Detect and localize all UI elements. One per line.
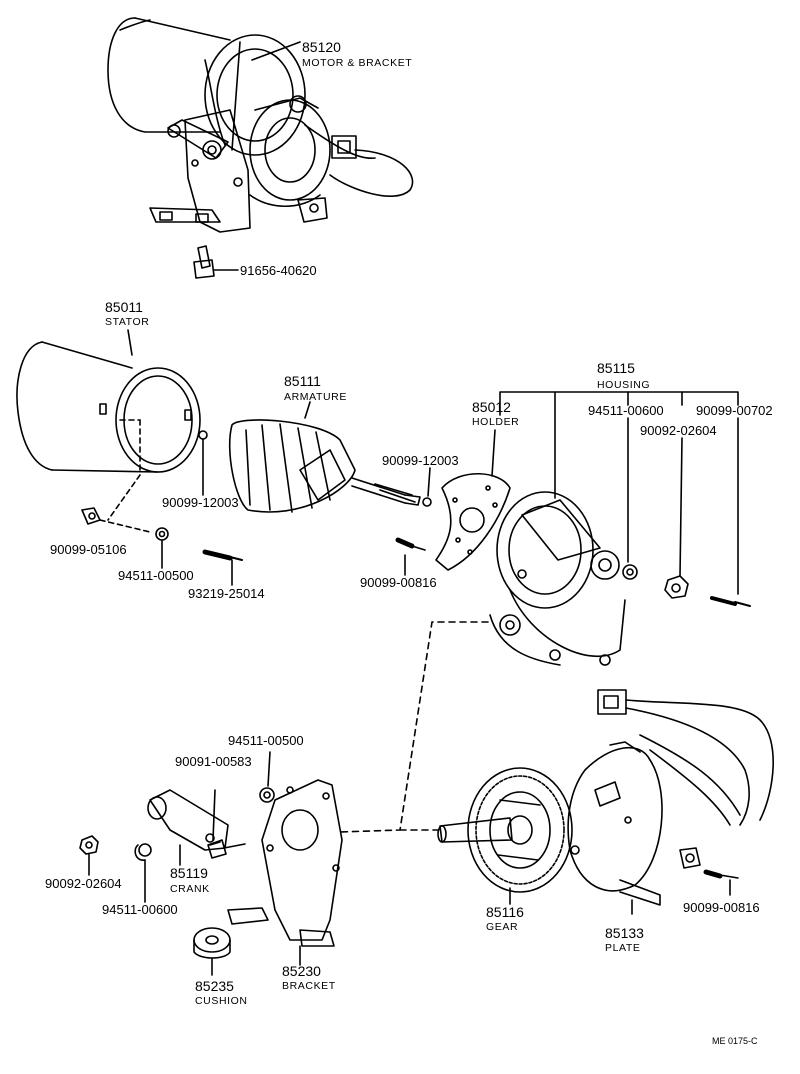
figure-reference: ME 0175-C (712, 1036, 758, 1046)
holder (395, 429, 511, 576)
label-85133-number: 85133 (605, 925, 644, 941)
label-85116-number: 85116 (486, 904, 524, 920)
label-90099-00816-right: 90099-00816 (683, 900, 760, 915)
label-85120-number: 85120 (302, 39, 341, 55)
part-labels: 85120 MOTOR & BRACKET 91656-40620 85011 … (45, 39, 773, 1046)
label-85111-name: ARMATURE (284, 391, 347, 403)
label-85115-number: 85115 (597, 360, 635, 376)
cushion (193, 927, 231, 976)
armature (228, 401, 432, 513)
wire-harness (597, 689, 774, 826)
label-85115-name: HOUSING (597, 379, 650, 391)
label-85012-number: 85012 (472, 399, 511, 415)
label-90099-00702: 90099-00702 (696, 403, 773, 418)
label-85116-name: GEAR (486, 921, 518, 933)
label-90092-02604-bottom: 90092-02604 (45, 876, 122, 891)
label-85235-name: CUSHION (195, 995, 248, 1007)
plate (567, 741, 739, 915)
small-fasteners (79, 751, 275, 903)
motor-bracket-assembly (107, 17, 414, 279)
label-85119-name: CRANK (170, 883, 210, 895)
label-85012-name: HOLDER (472, 416, 519, 428)
label-85230-number: 85230 (282, 963, 321, 979)
label-85111-number: 85111 (284, 373, 321, 389)
stator-fasteners (81, 430, 243, 586)
label-93219-25014: 93219-25014 (188, 586, 265, 601)
label-94511-00500-bottom: 94511-00500 (228, 733, 304, 748)
label-90099-12003-b: 90099-12003 (162, 495, 239, 510)
label-85235-number: 85235 (195, 978, 234, 994)
label-85230-name: BRACKET (282, 980, 336, 992)
stator (16, 329, 201, 521)
label-85133-name: PLATE (605, 942, 640, 954)
label-94511-00600-bottom: 94511-00600 (102, 902, 178, 917)
bracket-85230 (227, 779, 343, 966)
label-85011-number: 85011 (105, 299, 143, 315)
label-85011-name: STATOR (105, 316, 149, 328)
label-85119-number: 85119 (170, 865, 208, 881)
label-90099-12003-a: 90099-12003 (382, 453, 459, 468)
label-90099-00816-mid: 90099-00816 (360, 575, 437, 590)
housing (489, 391, 751, 666)
label-91656-40620: 91656-40620 (240, 263, 317, 278)
label-94511-00500-left: 94511-00500 (118, 568, 194, 583)
crank (147, 789, 229, 866)
label-94511-00600-top: 94511-00600 (588, 403, 664, 418)
label-90091-00583: 90091-00583 (175, 754, 252, 769)
alignment-line (339, 621, 489, 833)
label-85120-name: MOTOR & BRACKET (302, 57, 412, 69)
gear (437, 767, 573, 905)
label-90092-02604-top: 90092-02604 (640, 423, 717, 438)
label-90099-05106: 90099-05106 (50, 542, 127, 557)
